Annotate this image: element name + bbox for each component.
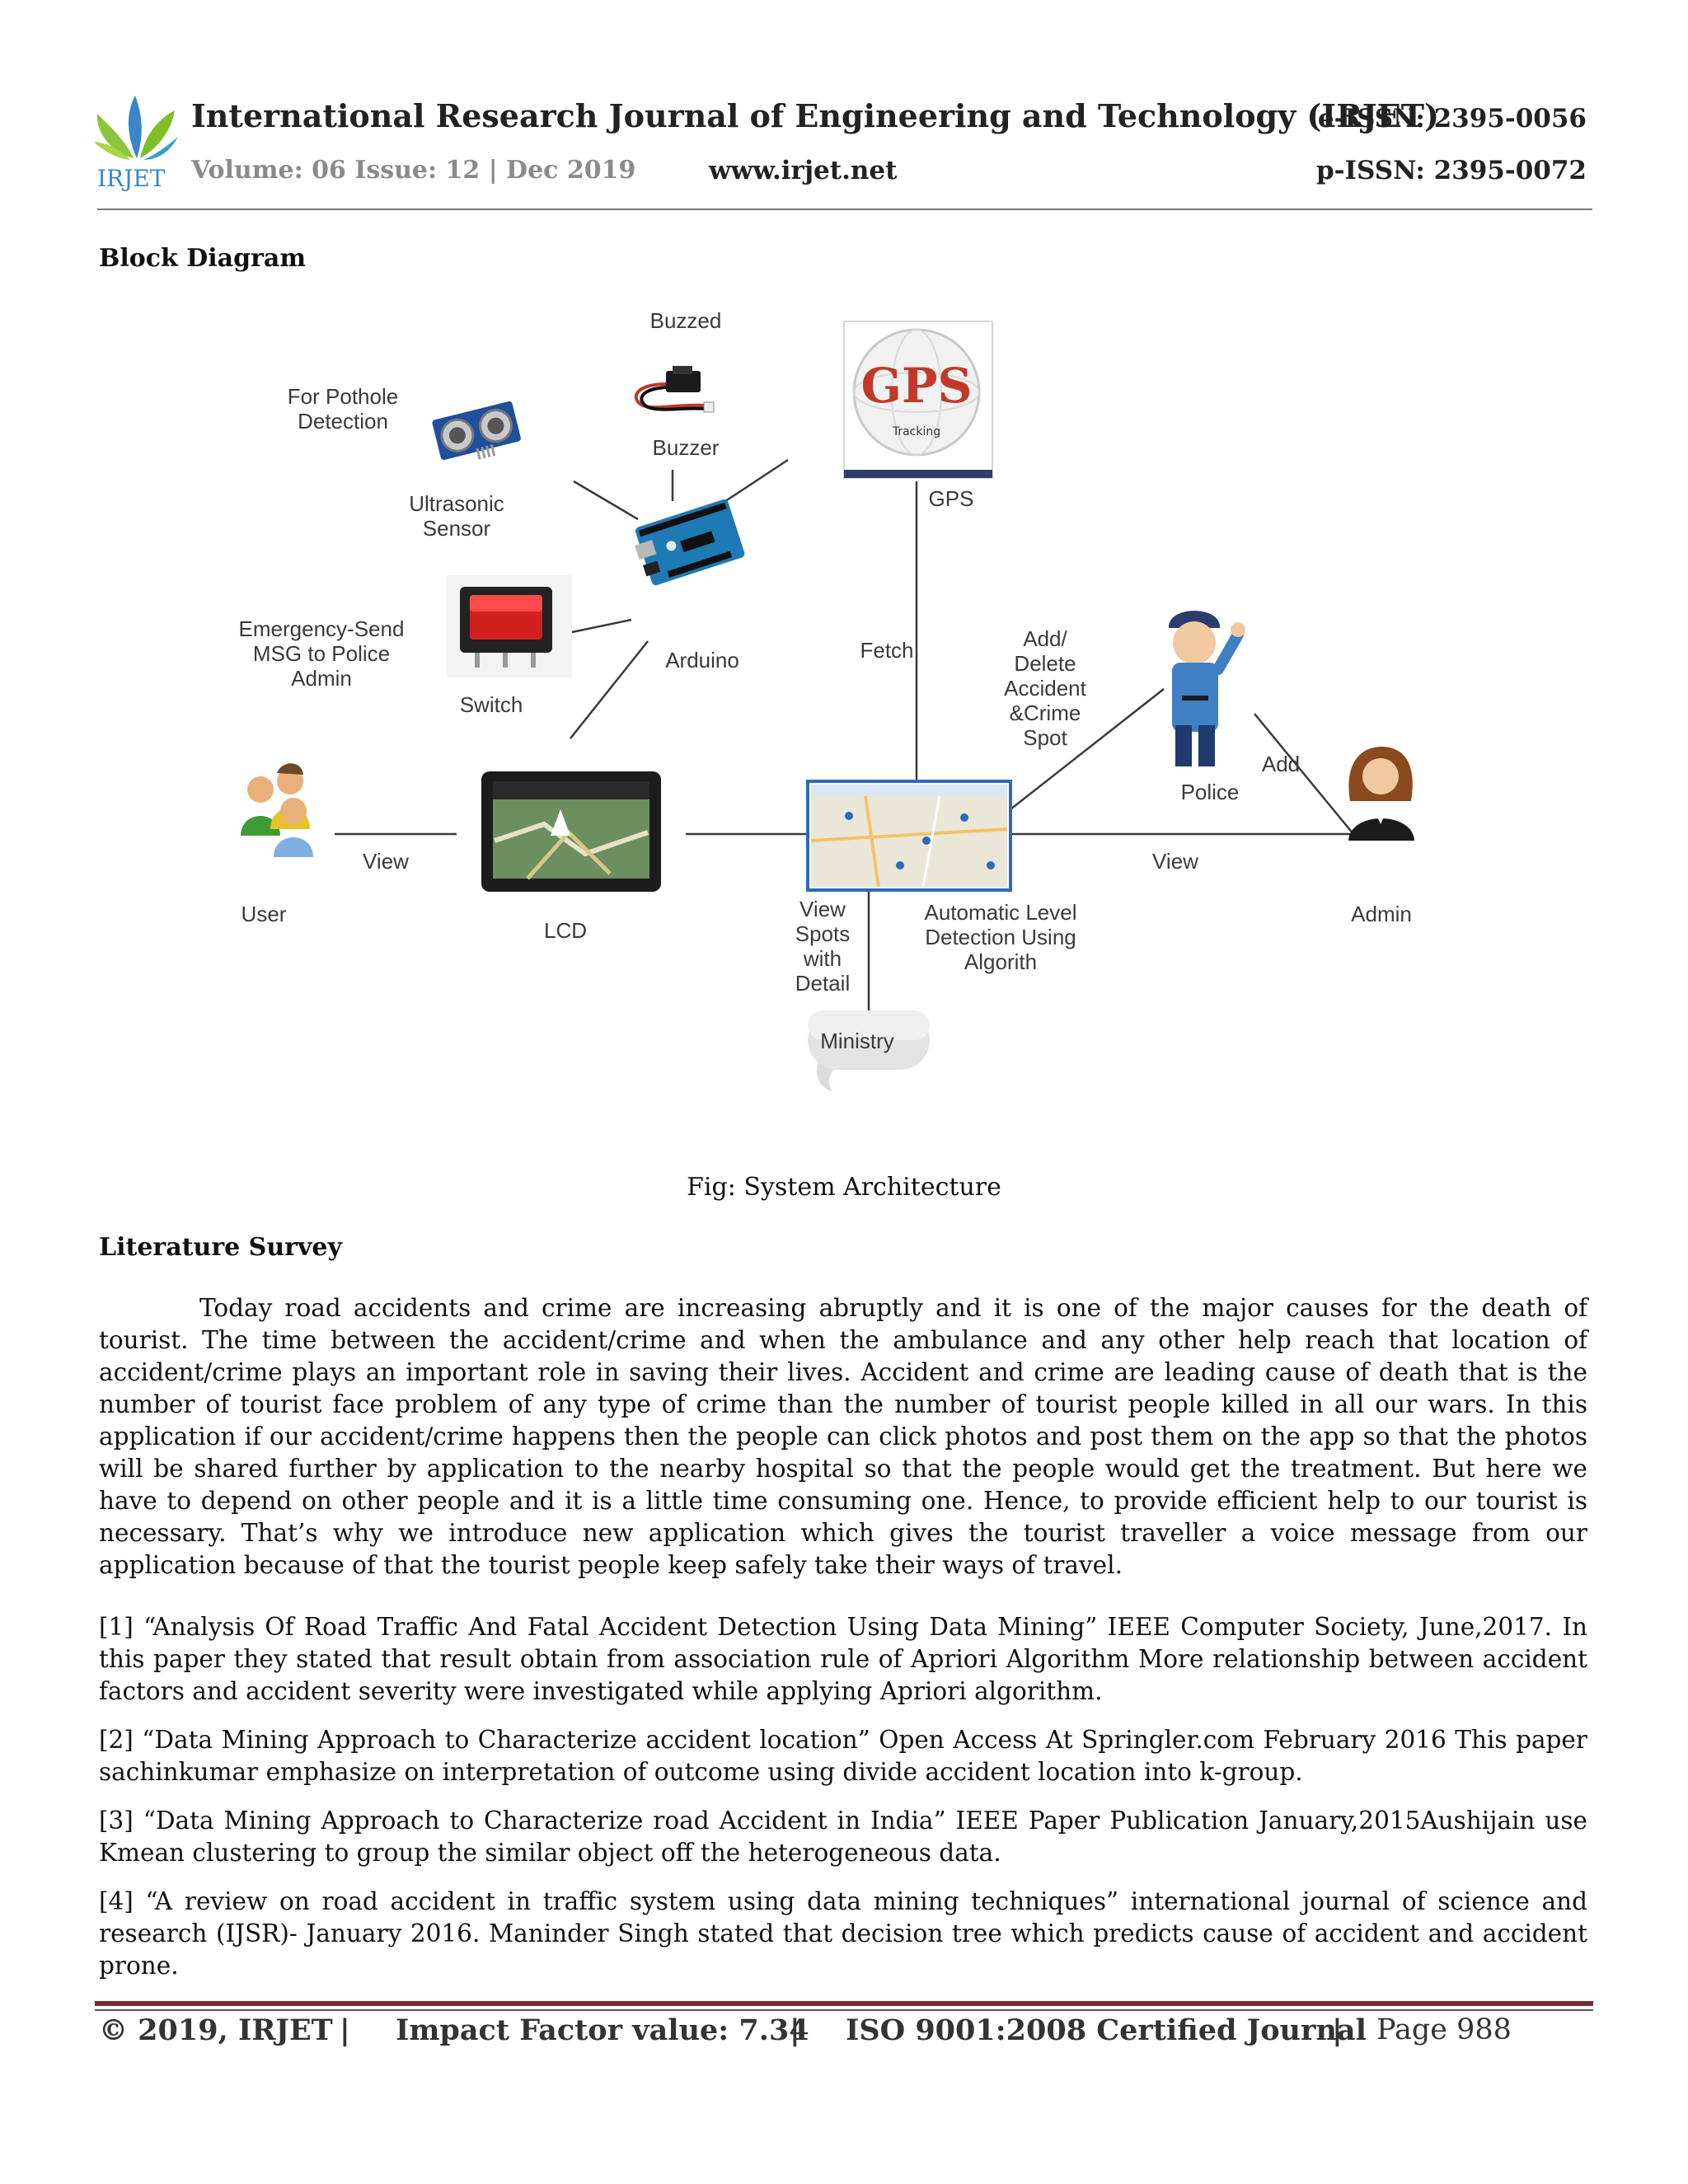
label-add-delete-2: Delete: [1014, 651, 1076, 676]
journal-title: International Research Journal of Engine…: [191, 97, 1439, 134]
figure-caption: Fig: System Architecture: [687, 1173, 1001, 1202]
label-add: Add: [1262, 752, 1300, 776]
line-switch-arduino: [571, 618, 632, 634]
diagram-labels: Buzzed Buzzer For Pothole Detection Ultr…: [239, 308, 1412, 1053]
label-add-delete-1: Add/: [1023, 626, 1067, 651]
label-add-delete-5: Spot: [1023, 725, 1067, 750]
label-lcd: LCD: [544, 918, 587, 943]
label-view-spots-1: View: [799, 897, 846, 921]
label-view-spots-3: with: [803, 946, 842, 971]
label-view-spots-2: Spots: [795, 921, 851, 946]
p-issn: p-ISSN: 2395-0072: [1315, 156, 1587, 185]
buzzer-icon: [634, 366, 715, 413]
gps-globe-icon: GPS Tracking: [843, 321, 993, 479]
label-ultrasonic-1: Ultrasonic: [409, 491, 504, 516]
label-switch: Switch: [460, 692, 523, 717]
footer-separator: |: [790, 2013, 800, 2047]
footer-separator: |: [1332, 2013, 1343, 2047]
label-view-user: View: [363, 849, 409, 874]
lcd-screen-icon: [481, 771, 661, 892]
label-buzzed: Buzzed: [650, 308, 722, 333]
line-ultrasonic-arduino: [573, 480, 639, 521]
svg-text:Tracking: Tracking: [892, 425, 940, 438]
intro-paragraph: Today road accidents and crime are incre…: [99, 1294, 1587, 1579]
ministry-bubble-icon: [808, 1010, 930, 1091]
label-pothole-1: For Pothole: [288, 384, 398, 409]
arduino-board-icon: [635, 499, 745, 586]
label-user: User: [241, 902, 287, 926]
reference-2: [2] “Data Mining Approach to Characteriz…: [99, 1726, 1587, 1786]
label-ultrasonic-2: Sensor: [423, 516, 491, 541]
label-emergency-3: Admin: [291, 666, 352, 691]
line-police-admin: [1254, 713, 1354, 835]
label-emergency-1: Emergency-Send: [239, 616, 405, 641]
line-map-police: [1010, 688, 1165, 810]
reference-4: [4] “A review on road accident in traffi…: [99, 1887, 1587, 1980]
police-officer-icon: [1168, 611, 1245, 766]
label-auto-2: Detection Using: [925, 925, 1076, 949]
label-auto-3: Algorith: [964, 949, 1037, 974]
volume-issue: Volume: 06 Issue: 12 | Dec 2019: [191, 156, 636, 185]
label-buzzer: Buzzer: [653, 435, 720, 460]
label-fetch: Fetch: [860, 638, 913, 663]
label-emergency-2: MSG to Police: [253, 641, 390, 666]
label-gps: GPS: [929, 486, 974, 511]
admin-icon: [1348, 747, 1414, 841]
reference-1: [1] “Analysis Of Road Traffic And Fatal …: [99, 1613, 1587, 1705]
label-view-spots-4: Detail: [795, 971, 850, 996]
e-issn: e-ISSN: 2395-0056: [1317, 104, 1587, 134]
label-admin: Admin: [1351, 902, 1412, 926]
svg-text:GPS: GPS: [860, 358, 972, 414]
line-arduino-lcd: [570, 640, 649, 739]
label-pothole-2: Detection: [298, 409, 388, 434]
footer-rule-thin: [95, 2009, 1593, 2011]
leaf-icon: [94, 96, 178, 160]
map-screen-icon: [806, 780, 1012, 892]
footer-impact-factor: Impact Factor value: 7.34: [396, 2013, 809, 2047]
label-ministry: Ministry: [820, 1029, 894, 1053]
label-police: Police: [1181, 780, 1240, 804]
label-add-delete-4: &Crime: [1010, 701, 1081, 725]
reference-3: [3] “Data Mining Approach to Characteriz…: [99, 1807, 1587, 1867]
ultrasonic-sensor-icon: [432, 401, 521, 460]
switch-icon: [447, 575, 572, 677]
block-diagram-heading: Block Diagram: [99, 244, 307, 273]
footer-page-number: Page 988: [1376, 2013, 1512, 2046]
logo-text: IRJET: [97, 165, 166, 191]
irjet-logo: IRJET: [94, 96, 178, 191]
label-arduino: Arduino: [665, 648, 739, 673]
system-architecture-diagram: GPS Tracking: [239, 308, 1414, 1091]
footer-iso: ISO 9001:2008 Certified Journal: [846, 2013, 1367, 2047]
label-add-delete-3: Accident: [1004, 676, 1086, 701]
footer-rule: [95, 2001, 1593, 2006]
header-rule: [97, 209, 1592, 210]
literature-survey-heading: Literature Survey: [99, 1233, 342, 1262]
footer-separator: |: [340, 2013, 350, 2047]
label-auto-1: Automatic Level: [925, 900, 1077, 925]
label-view-admin: View: [1152, 849, 1198, 874]
footer-copyright: © 2019, IRJET: [99, 2013, 333, 2047]
journal-website: www.irjet.net: [709, 156, 898, 185]
users-group-icon: [241, 763, 313, 857]
